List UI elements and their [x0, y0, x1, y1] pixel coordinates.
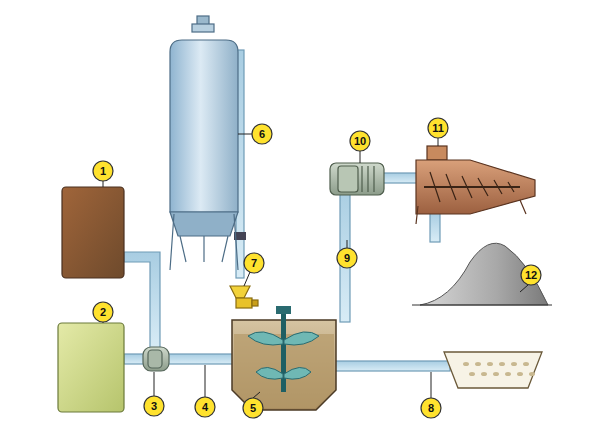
basket-hole [523, 362, 529, 366]
callout-circle [243, 398, 263, 418]
basket-hole [463, 362, 469, 366]
basket-hole [487, 362, 493, 366]
callout-circle [337, 248, 357, 268]
basket-hole [499, 362, 505, 366]
callout-number: 7 [244, 253, 264, 273]
basket-hole [517, 372, 523, 376]
callout-circle [252, 124, 272, 144]
callout-number: 12 [521, 265, 541, 285]
callout-circle [244, 253, 264, 273]
callout-number: 5 [243, 398, 263, 418]
callout-circle [195, 397, 215, 417]
callout-circle [421, 398, 441, 418]
basket-hole [505, 372, 511, 376]
callout-circle [521, 265, 541, 285]
callout-number: 8 [421, 398, 441, 418]
callout-circle [144, 396, 164, 416]
basket-hole [493, 372, 499, 376]
callout-number: 10 [350, 131, 370, 151]
basket-hole [475, 362, 481, 366]
basket-hole [511, 362, 517, 366]
callout-circle [350, 131, 370, 151]
callout-number: 4 [195, 397, 215, 417]
callout-circle [93, 161, 113, 181]
callout-number: 3 [144, 396, 164, 416]
callout-number: 1 [93, 161, 113, 181]
callout-number: 9 [337, 248, 357, 268]
basket-hole [469, 372, 475, 376]
callout-number: 11 [428, 118, 448, 138]
basket-hole [481, 372, 487, 376]
callout-number: 2 [93, 302, 113, 322]
callout-number: 6 [252, 124, 272, 144]
basket-hole [529, 372, 535, 376]
callout-circle [93, 302, 113, 322]
callout-circle [428, 118, 448, 138]
